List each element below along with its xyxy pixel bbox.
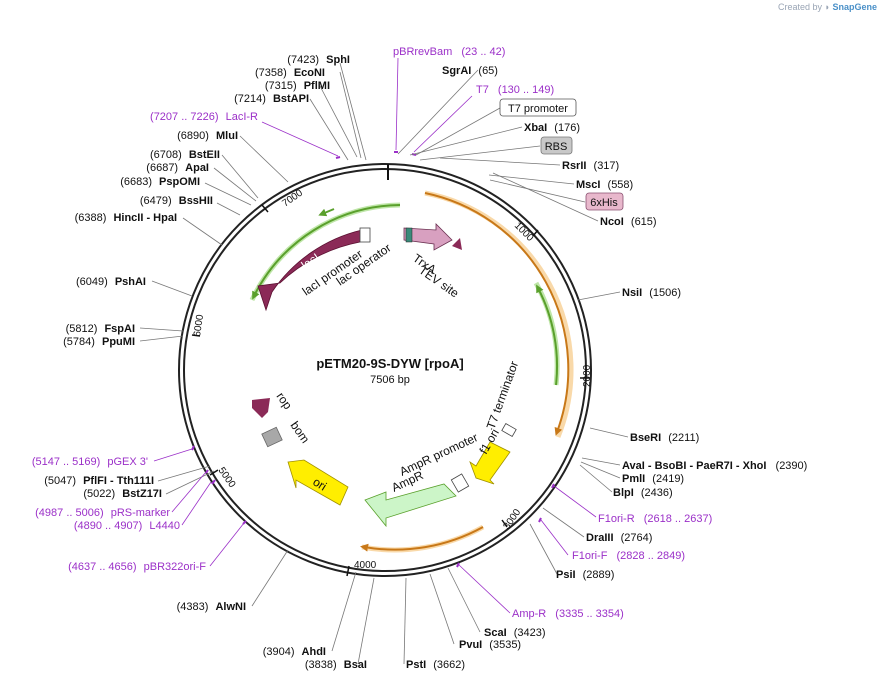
TEV-site-feature[interactable]: [452, 238, 462, 250]
site-DraIII[interactable]: DraIII (2764): [586, 532, 652, 544]
site-PflMI[interactable]: (7315) PflMI: [265, 80, 330, 92]
primer-pBRrevBam[interactable]: pBRrevBam (23 .. 42): [393, 46, 505, 58]
primer-labels: pBRrevBam (23 .. 42) T7 (130 .. 149) (72…: [32, 46, 712, 620]
6xHis-label: 6xHis: [590, 197, 618, 209]
site-PpuMI[interactable]: (5784) PpuMI: [63, 336, 135, 348]
AmpR-promoter-box[interactable]: [450, 473, 470, 493]
site-ApaI[interactable]: (6687) ApaI: [146, 162, 209, 174]
site-MluI[interactable]: (6890) MluI: [177, 130, 238, 142]
restriction-site-labels: (7423) SphI (7358) EcoNI (7315) PflMI (7…: [44, 54, 807, 671]
site-SgrAI[interactable]: SgrAI (65): [442, 65, 498, 77]
site-BseRI[interactable]: BseRI (2211): [630, 432, 699, 444]
site-FspAI[interactable]: (5812) FspAI: [66, 323, 135, 335]
rop-feature[interactable]: [252, 398, 270, 418]
primer-pGEX-3[interactable]: (5147 .. 5169) pGEX 3': [32, 456, 148, 468]
site-BsaI[interactable]: (3838) BsaI: [305, 659, 367, 671]
T7-terminator-label: T7 terminator: [484, 359, 522, 431]
site-BlpI[interactable]: BlpI (2436): [613, 487, 673, 499]
bom-label: bom: [288, 419, 313, 446]
rop-label: rop: [274, 390, 296, 413]
site-AlwNI[interactable]: (4383) AlwNI: [177, 601, 246, 613]
primer-leader-lines: [153, 57, 597, 614]
primer-LacI-R[interactable]: (7207 .. 7226) LacI-R: [150, 111, 258, 123]
site-NcoI[interactable]: NcoI (615): [600, 216, 657, 228]
T7-terminator-box[interactable]: [501, 422, 517, 438]
orf-arc-bottom-halo: [361, 524, 485, 553]
green-orf-right[interactable]: [536, 284, 559, 386]
orf-arc-bottom[interactable]: [360, 526, 484, 552]
6xHis-box-label[interactable]: [585, 192, 624, 211]
site-ScaI[interactable]: ScaI (3423): [484, 627, 546, 639]
site-HincII-HpaI[interactable]: (6388) HincII - HpaI: [75, 212, 177, 224]
site-NsiI[interactable]: NsiI (1506): [622, 287, 681, 299]
primer-T7[interactable]: T7 (130 .. 149): [476, 84, 554, 96]
site-RsrII[interactable]: RsrII (317): [562, 160, 619, 172]
tick-label-4000: 4000: [354, 560, 377, 571]
boxed-feature-labels: T7 promoter RBS 6xHis: [499, 98, 624, 211]
T7-promoter-label: T7 promoter: [508, 103, 568, 115]
site-PmlI[interactable]: PmlI (2419): [622, 473, 684, 485]
RBS-box-label[interactable]: [540, 136, 573, 155]
snapgene-logo-icon: ◗: [824, 2, 830, 12]
site-BssHII[interactable]: (6479) BssHII: [140, 195, 213, 207]
tick-label-2000: 2000: [582, 364, 593, 387]
ori-label: ori: [310, 475, 329, 494]
backbone-ring: [178, 163, 592, 577]
site-XbaI[interactable]: XbaI (176): [524, 122, 580, 134]
site-PspOMI[interactable]: (6683) PspOMI: [120, 176, 200, 188]
primer-pBR322ori-F[interactable]: (4637 .. 4656) pBR322ori-F: [68, 561, 206, 573]
primer-L4440[interactable]: (4890 .. 4907) L4440: [74, 520, 180, 532]
RBS-label: RBS: [545, 141, 568, 153]
green-orf-top-head: [318, 208, 335, 217]
primer-F1ori-F[interactable]: F1ori-F (2828 .. 2849): [572, 550, 685, 562]
site-EcoNI[interactable]: (7358) EcoNI: [255, 67, 325, 79]
primer-pRS-marker[interactable]: (4987 .. 5006) pRS-marker: [35, 507, 170, 519]
ori-feature[interactable]: [287, 459, 349, 506]
bom-feature[interactable]: [261, 426, 283, 448]
lacI-feature[interactable]: [257, 229, 363, 312]
site-MscI[interactable]: MscI (558): [576, 179, 633, 191]
snapgene-credit: Created by ◗ SnapGene: [778, 2, 877, 12]
tick-label-5000: 5000: [216, 465, 238, 490]
AmpR-promoter-label: AmpR promoter: [397, 430, 480, 478]
site-PflFI-Tth111I[interactable]: (5047) PflFI - Tth111I: [44, 475, 154, 487]
plasmid-size: 7506 bp: [370, 374, 410, 386]
f1-ori-feature[interactable]: [469, 441, 511, 485]
site-PsiI[interactable]: PsiI (2889): [556, 569, 614, 581]
TEV-site-label: TEV site: [416, 263, 461, 301]
site-PvuI[interactable]: PvuI (3535): [459, 639, 521, 651]
green-orf-top[interactable]: [252, 204, 401, 300]
site-PshAI[interactable]: (6049) PshAI: [76, 276, 146, 288]
site-AhdI[interactable]: (3904) AhdI: [263, 646, 326, 658]
site-AvaI-BsoBI-PaeR7I-XhoI[interactable]: AvaI - BsoBI - PaeR7I - XhoI (2390): [622, 460, 807, 472]
lac-operator-box[interactable]: [405, 227, 413, 243]
AmpR-feature[interactable]: [364, 483, 457, 528]
site-BstEII[interactable]: (6708) BstEII: [150, 149, 220, 161]
site-PstI[interactable]: PstI (3662): [406, 659, 465, 671]
primer-Amp-R[interactable]: Amp-R (3335 .. 3354): [512, 608, 624, 620]
credit-brand: SnapGene: [832, 2, 877, 12]
T7-promoter-box-label[interactable]: [499, 98, 577, 117]
lacI-promoter-box[interactable]: [359, 227, 371, 243]
plasmid-name: pETM20-9S-DYW [rpoA]: [316, 356, 463, 371]
tick-label-6000: 6000: [192, 313, 206, 337]
orf-arc-right[interactable]: [424, 192, 570, 436]
site-BstAPI[interactable]: (7214) BstAPI: [234, 93, 309, 105]
credit-prefix: Created by: [777, 2, 823, 12]
site-leader-lines: [139, 62, 629, 665]
site-SphI[interactable]: (7423) SphI: [287, 54, 350, 66]
primer-F1ori-R[interactable]: F1ori-R (2618 .. 2637): [598, 513, 712, 525]
site-BstZ17I[interactable]: (5022) BstZ17I: [83, 488, 162, 500]
